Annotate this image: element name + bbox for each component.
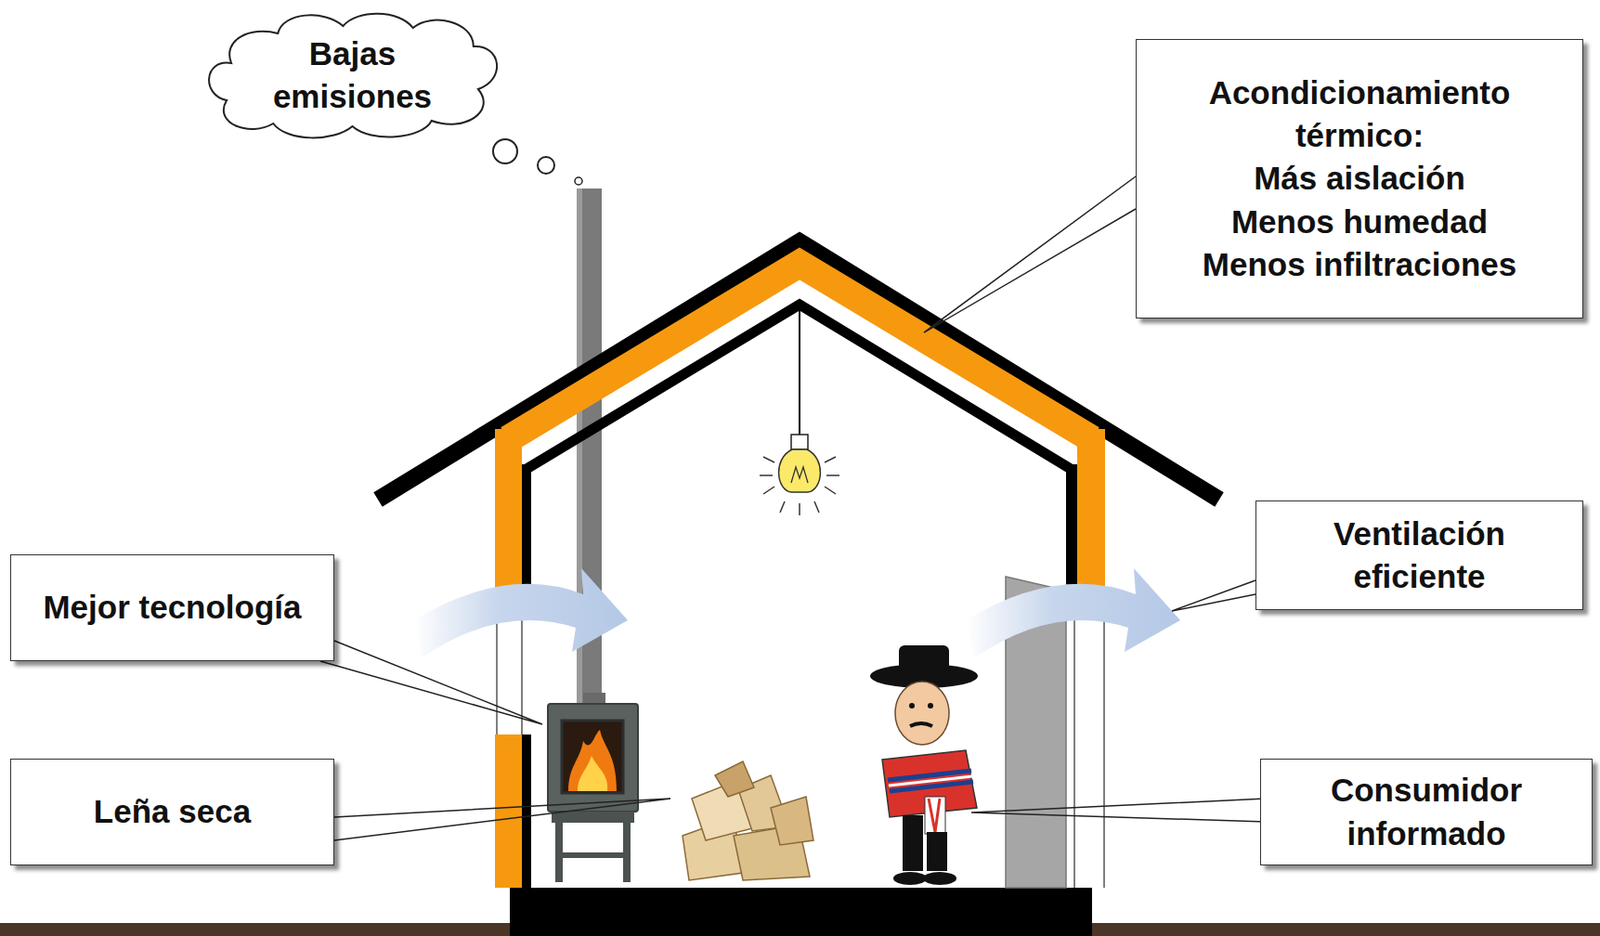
thought-bubble	[493, 139, 518, 164]
light-rays	[759, 456, 840, 516]
callout-text: Mejor tecnología	[42, 585, 301, 629]
wall-insulation	[494, 734, 522, 888]
stove-fire	[568, 729, 617, 792]
wood-stove	[547, 703, 638, 812]
roof-insulation	[507, 263, 1093, 440]
callout-box: Consumidor informado	[1260, 758, 1593, 866]
window-frame	[1073, 592, 1076, 888]
stove-flame	[577, 755, 608, 792]
lamp-cord	[798, 306, 801, 437]
callout-box: Acondicionamiento térmico:Más aislaciónM…	[1135, 39, 1584, 319]
roof-inner	[526, 304, 1071, 469]
wall-inner	[521, 464, 532, 593]
callout-heading: Acondicionamiento térmico:	[1147, 71, 1572, 157]
airflow-arrow	[413, 568, 628, 658]
airflow-arrow	[965, 568, 1181, 658]
callout-text: Bajas emisiones	[246, 32, 460, 118]
callout-text: Ventilación eficiente	[1267, 512, 1572, 599]
consumer-figure	[870, 645, 978, 885]
floor-slab	[509, 887, 1093, 936]
light-bulb	[779, 449, 821, 493]
wall-insulation	[494, 429, 522, 593]
stove-window	[561, 720, 624, 794]
thought-cloud: Bajas emisiones	[194, 7, 511, 144]
callout-text: Menos infiltraciones	[1202, 243, 1517, 287]
cloud-outline	[194, 7, 511, 144]
callout-box: Ventilación eficiente	[1255, 500, 1584, 611]
firewood-pile	[682, 761, 814, 881]
wall-inner	[521, 734, 532, 888]
lamp-socket	[791, 434, 808, 450]
thought-bubble	[574, 177, 583, 185]
callout-box: Mejor tecnología	[10, 554, 335, 662]
wall-insulation	[1077, 429, 1106, 593]
callout-text: Consumidor informado	[1272, 768, 1581, 855]
callout-text: Menos humedad	[1231, 200, 1488, 244]
stove-shelf	[555, 852, 631, 859]
thought-bubble	[537, 156, 555, 174]
callout-text: Más aislación	[1253, 156, 1466, 200]
window-frame	[1103, 592, 1106, 888]
leader-line	[320, 176, 1266, 841]
callout-box: Leña seca	[10, 758, 335, 866]
stove-base	[551, 811, 635, 823]
wall-inner	[1066, 464, 1078, 593]
callout-text: Leña seca	[93, 790, 251, 833]
bulb-filament	[791, 467, 808, 483]
